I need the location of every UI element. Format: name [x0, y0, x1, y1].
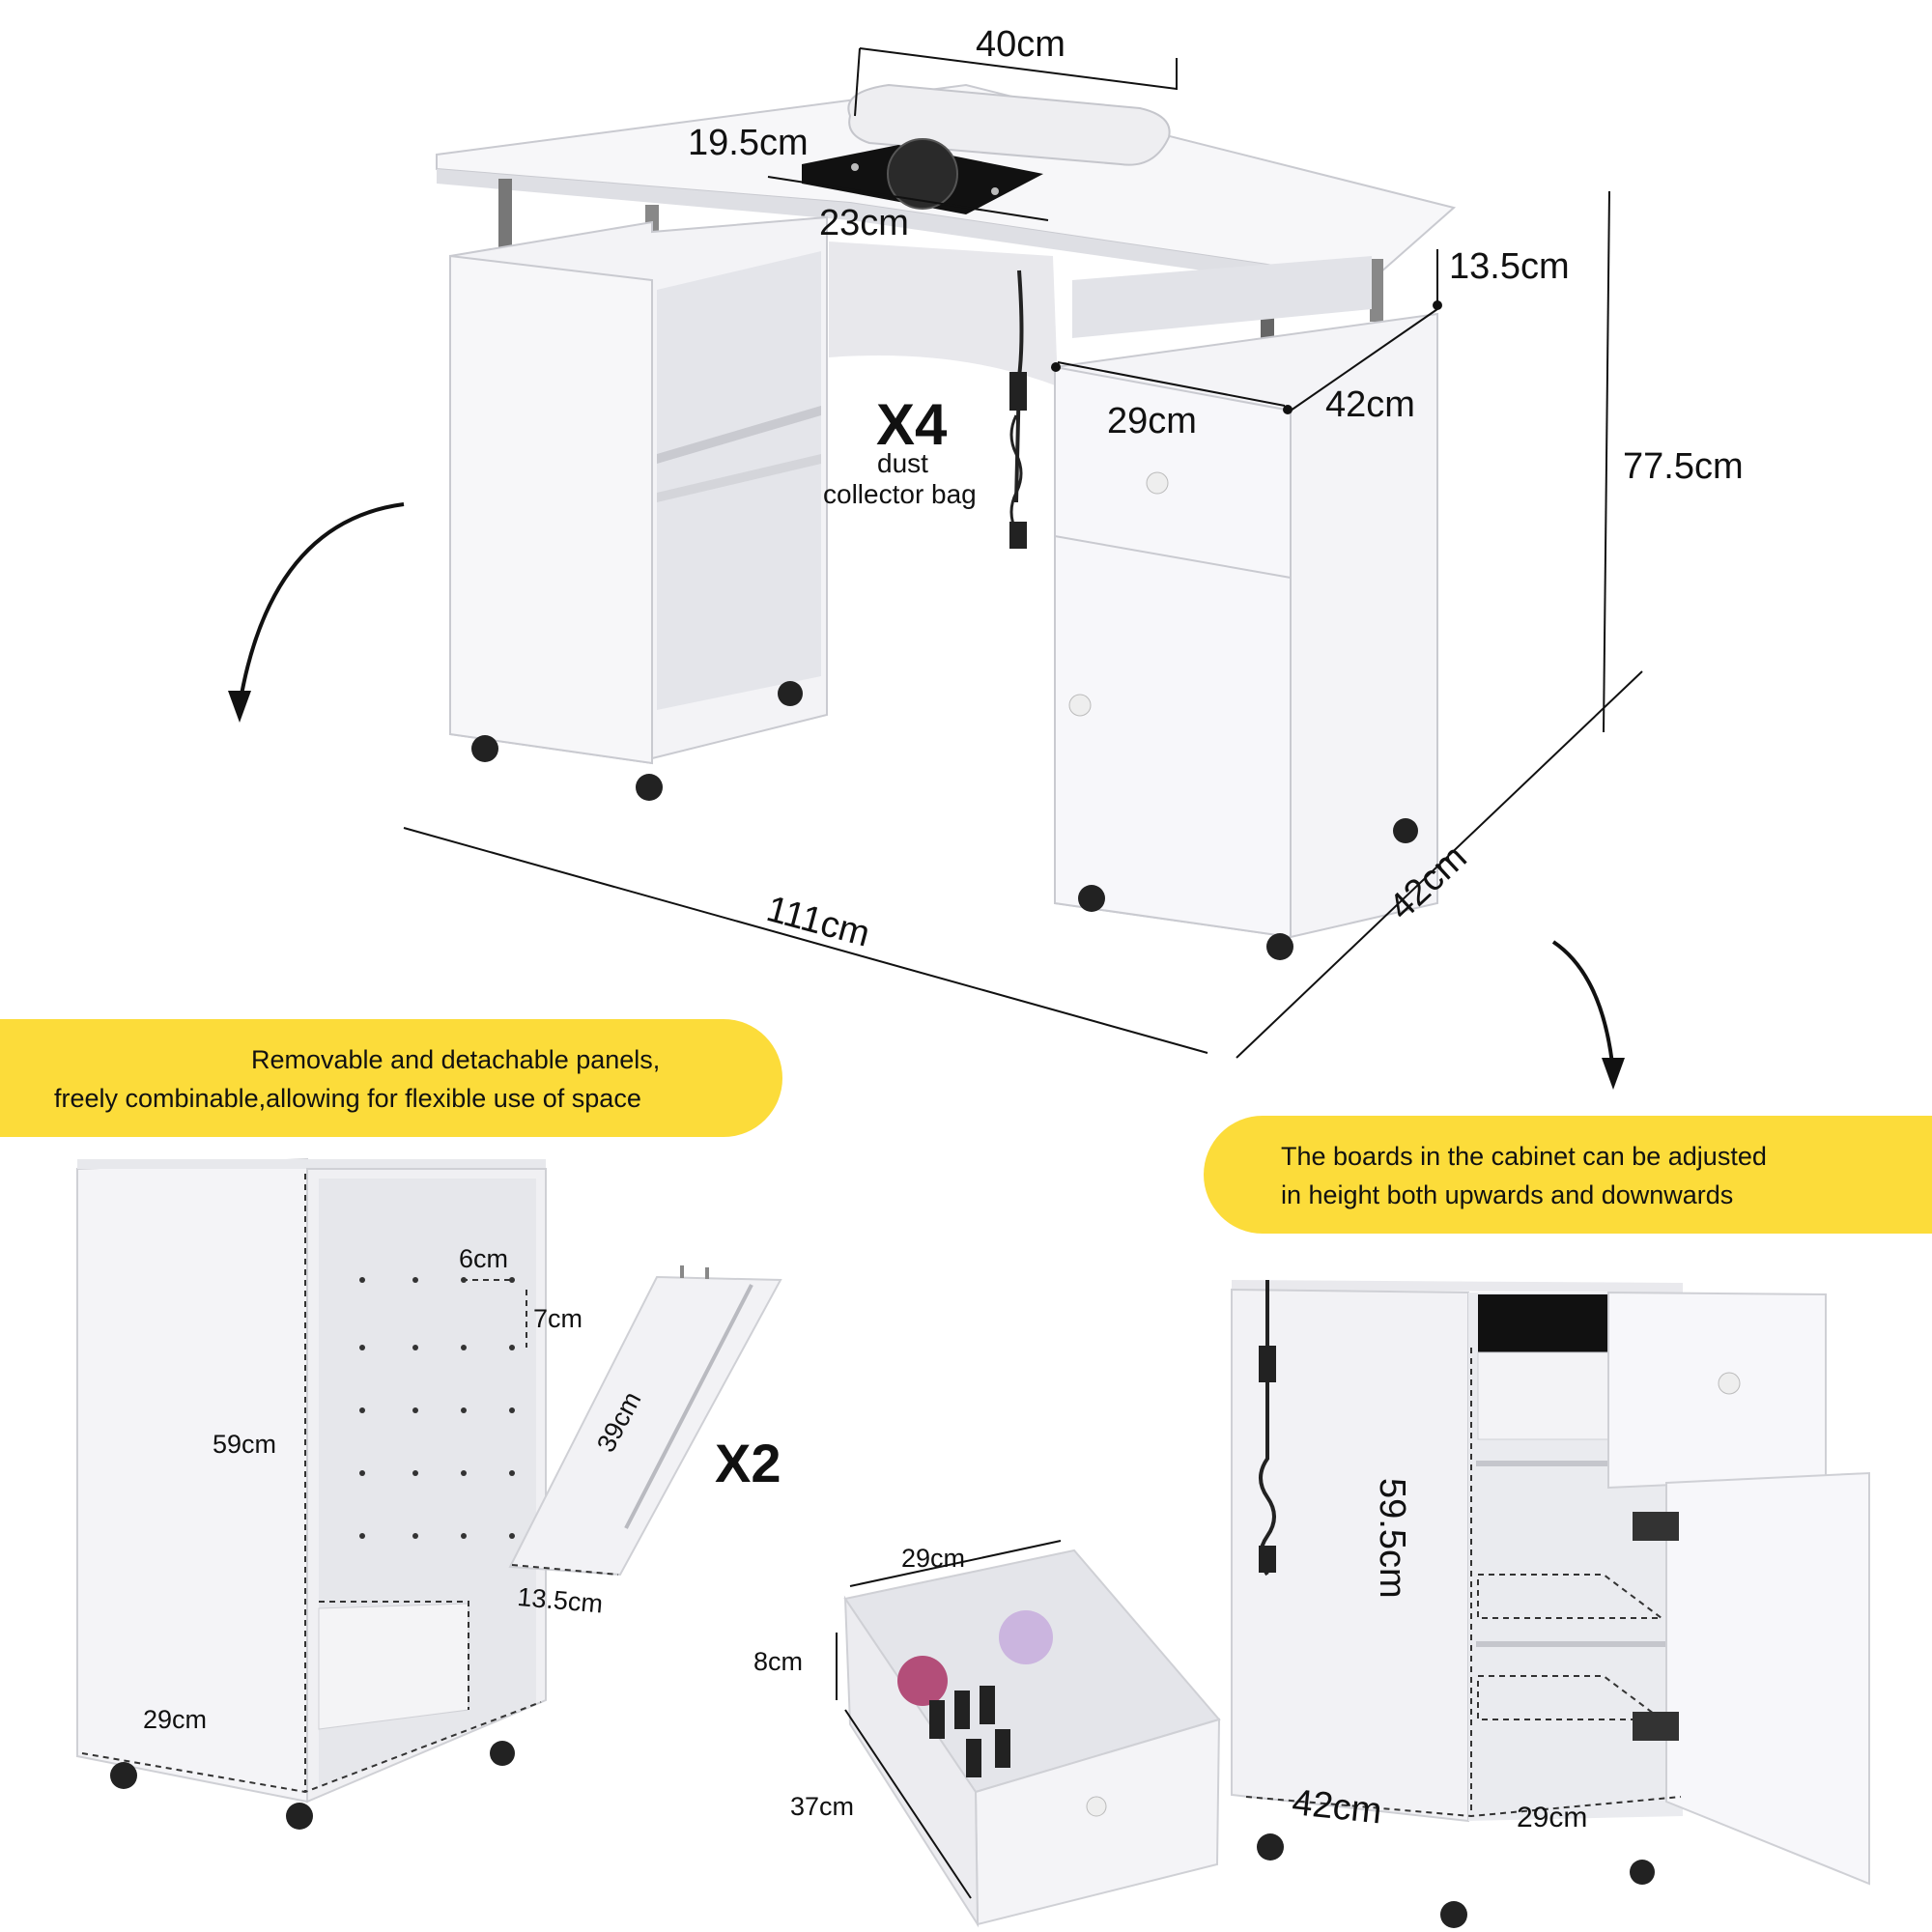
dim-total-height: 77.5cm	[1623, 446, 1744, 487]
banner-boards-line1: The boards in the cabinet can be adjuste…	[1281, 1142, 1767, 1171]
shelf-board-illustration	[508, 1265, 782, 1577]
arrow-icon	[238, 502, 1615, 1073]
dim-hole-spacing-height: 7cm	[533, 1304, 583, 1333]
storage-cabinet-illustration	[1231, 1280, 1870, 1928]
banner-panels-line1: Removable and detachable panels,	[251, 1045, 661, 1074]
dim-drawer-height: 8cm	[753, 1647, 804, 1676]
feature-banner-panels: Removable and detachable panels, freely …	[0, 1019, 782, 1137]
feature-banner-boards: The boards in the cabinet can be adjuste…	[1204, 1116, 1932, 1234]
dim-drawer-width: 29cm	[901, 1544, 966, 1573]
accessory-quantity: X4	[876, 392, 948, 457]
drawer-illustration	[836, 1540, 1221, 1928]
banner-boards-line2: in height both upwards and downwards	[1281, 1180, 1734, 1209]
manicure-table-illustration	[403, 47, 1643, 1059]
dim-fan-width: 23cm	[819, 203, 909, 243]
dim-shelf-depth: 42cm	[1325, 384, 1415, 425]
shelf-board-quantity: X2	[715, 1433, 781, 1493]
dim-armrest-width: 40cm	[976, 24, 1065, 65]
dim-shelf-gap: 13.5cm	[1449, 246, 1570, 287]
dim-open-cabinet-height: 59cm	[213, 1430, 277, 1459]
dim-drawer-depth: 37cm	[790, 1792, 855, 1821]
accessory-label-line1: dust	[877, 448, 928, 478]
dim-open-cabinet-depth: 29cm	[143, 1705, 208, 1734]
dim-shelf-width: 29cm	[1107, 401, 1197, 441]
dim-fan-depth: 19.5cm	[688, 123, 809, 163]
banner-panels-line2: freely combinable,allowing for flexible …	[54, 1084, 641, 1113]
accessory-label-line2: collector bag	[823, 479, 977, 509]
open-cabinet-illustration	[76, 1157, 547, 1830]
dim-storage-cabinet-width: 29cm	[1517, 1802, 1588, 1833]
dim-storage-cabinet-height: 59.5cm	[1372, 1478, 1412, 1599]
dim-hole-spacing-width: 6cm	[459, 1244, 509, 1273]
